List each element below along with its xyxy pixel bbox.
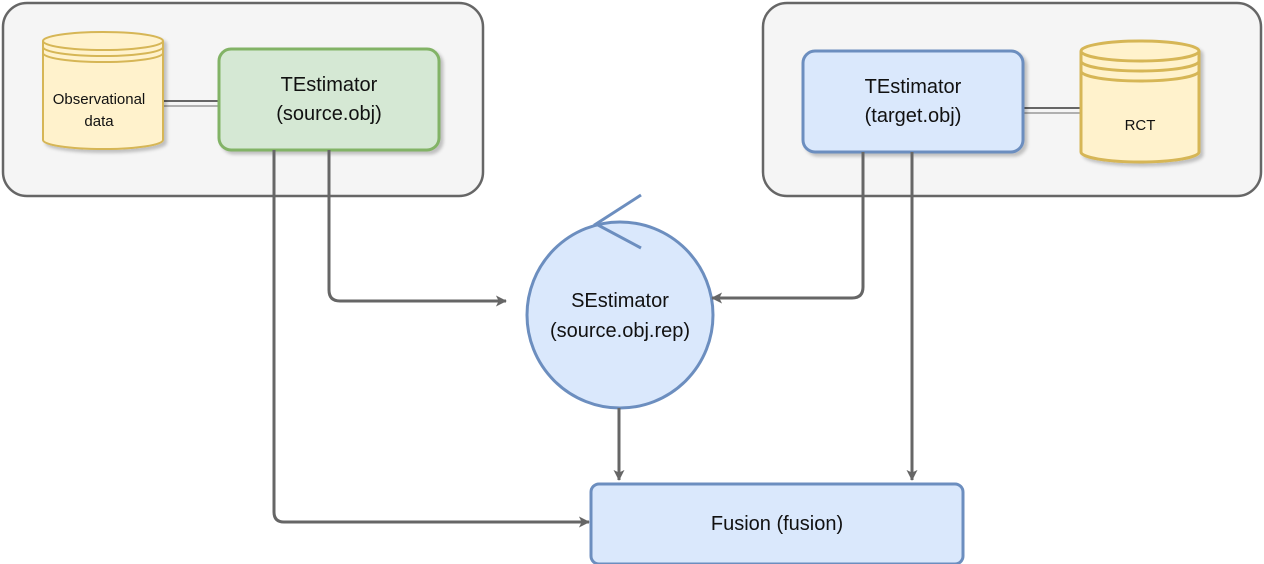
sestimator-subtitle: (source.obj.rep) [550,320,690,342]
sestimator-title: SEstimator [571,290,669,312]
fusion-label: Fusion (fusion) [711,513,843,535]
observational-data-database[interactable] [42,31,164,150]
source-testimator-title: TEstimator [281,74,378,96]
rct-label: RCT [1125,117,1156,134]
target-to-rct-link [1022,107,1081,114]
edge-target-te-to-sestimator [711,152,865,304]
rct-database[interactable] [1079,39,1201,164]
observational-data-label-line1: Observational [53,91,146,108]
observational-to-source-link [164,100,219,107]
edge-source-te-to-fusion [272,150,590,528]
target-testimator-subtitle: (target.obj) [865,105,962,127]
target-testimator-node[interactable] [801,49,1025,154]
sestimator-loop-chevron [593,193,642,250]
edge-source-te-to-sestimator [327,150,507,307]
source-testimator-node[interactable] [217,47,441,152]
source-testimator-subtitle: (source.obj) [276,103,382,125]
observational-data-label-line2: data [84,113,114,130]
target-testimator-title: TEstimator [865,76,962,98]
sestimator-node[interactable] [525,220,715,410]
fusion-node[interactable] [589,482,965,564]
